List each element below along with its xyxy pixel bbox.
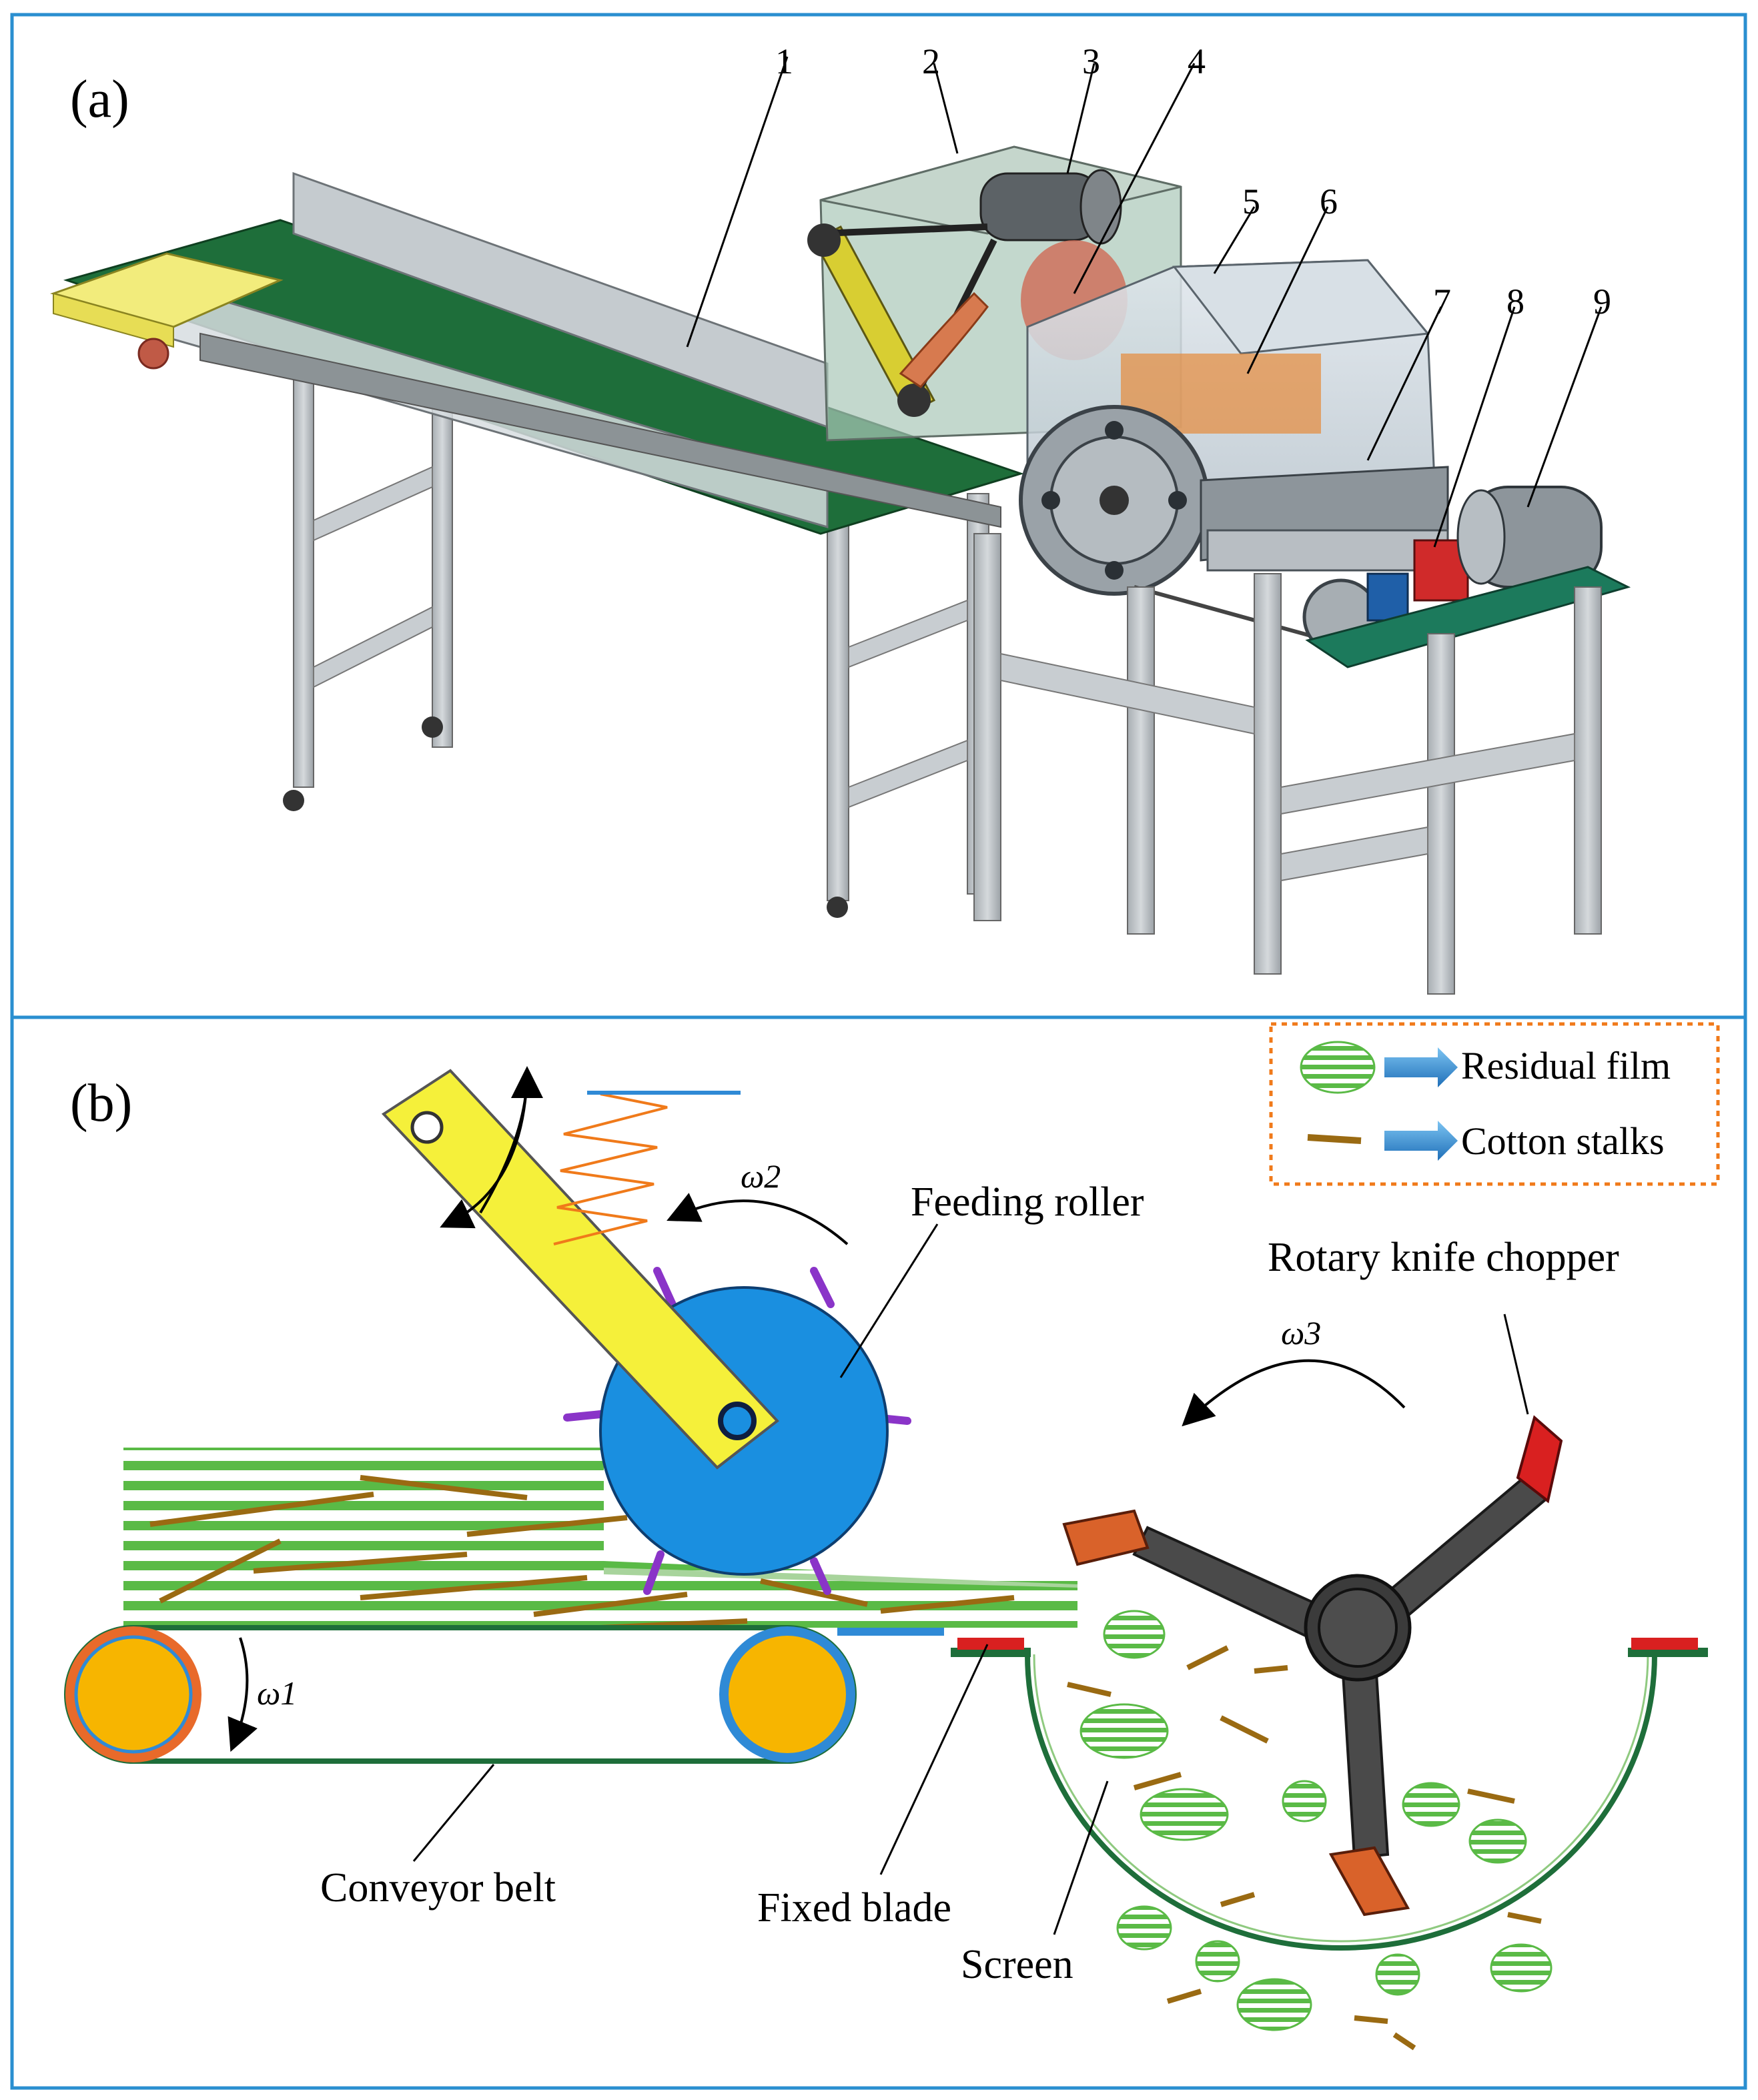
fixed-blade-label: Fixed blade — [757, 1885, 951, 1931]
callout-9: 9 — [1593, 282, 1611, 322]
spring — [553, 1093, 668, 1245]
callout-4: 4 — [1188, 41, 1206, 81]
screen-label: Screen — [961, 1942, 1073, 1987]
conveyor-pulley-right — [719, 1626, 855, 1762]
callout-3: 3 — [1082, 41, 1100, 81]
conveyor-belt-label: Conveyor belt — [320, 1865, 556, 1911]
feeding-roller: ω2 Feeding roller — [381, 1066, 1144, 1595]
rotary-knife-chopper: ω3 Rotary knife chopper Fixed blade Scre… — [757, 1235, 1708, 2051]
omega-1-label: ω1 — [257, 1674, 297, 1712]
feeding-roller-label: Feeding roller — [911, 1179, 1144, 1225]
conveyor-belt: ω1 Conveyor belt — [64, 1625, 857, 1911]
omega-3-label: ω3 — [1281, 1314, 1321, 1352]
conveyor-unit — [50, 56, 1024, 918]
omega-2-label: ω2 — [741, 1157, 781, 1195]
knife-right — [1516, 1415, 1563, 1504]
callout-8: 8 — [1506, 282, 1524, 322]
legend-residual-film: Residual film — [1461, 1044, 1671, 1087]
pressing-arm — [381, 1069, 779, 1470]
callout-7: 7 — [1433, 282, 1451, 322]
legend: Residual film Cotton stalks — [1269, 1022, 1720, 1186]
panel-b-label: (b) — [70, 1074, 132, 1133]
legend-cotton-stalks: Cotton stalks — [1461, 1119, 1665, 1163]
panel-b: (b) Residual film Cotton stalks — [64, 1022, 1720, 2051]
residual-film-swatch — [1300, 1041, 1376, 1094]
knife-left — [1062, 1509, 1150, 1566]
callout-2: 2 — [922, 41, 940, 81]
chopper-housing — [973, 206, 1631, 995]
legend-arrow-2 — [1384, 1121, 1458, 1161]
material-layer — [123, 1448, 1077, 1630]
panel-a-label: (a) — [70, 70, 129, 129]
legend-arrow-1 — [1384, 1047, 1458, 1087]
knife-bottom — [1328, 1846, 1410, 1917]
cotton-stalk-swatch — [1307, 1134, 1362, 1144]
figure-frame — [10, 13, 1747, 2090]
callout-6: 6 — [1320, 181, 1338, 221]
panel-a: (a) — [50, 41, 1631, 995]
callout-5: 5 — [1242, 181, 1260, 221]
rotary-knife-chopper-label: Rotary knife chopper — [1268, 1235, 1619, 1280]
screen-arc — [1025, 1654, 1657, 1951]
callout-1: 1 — [775, 41, 793, 81]
conveyor-pulley-left — [65, 1626, 201, 1762]
